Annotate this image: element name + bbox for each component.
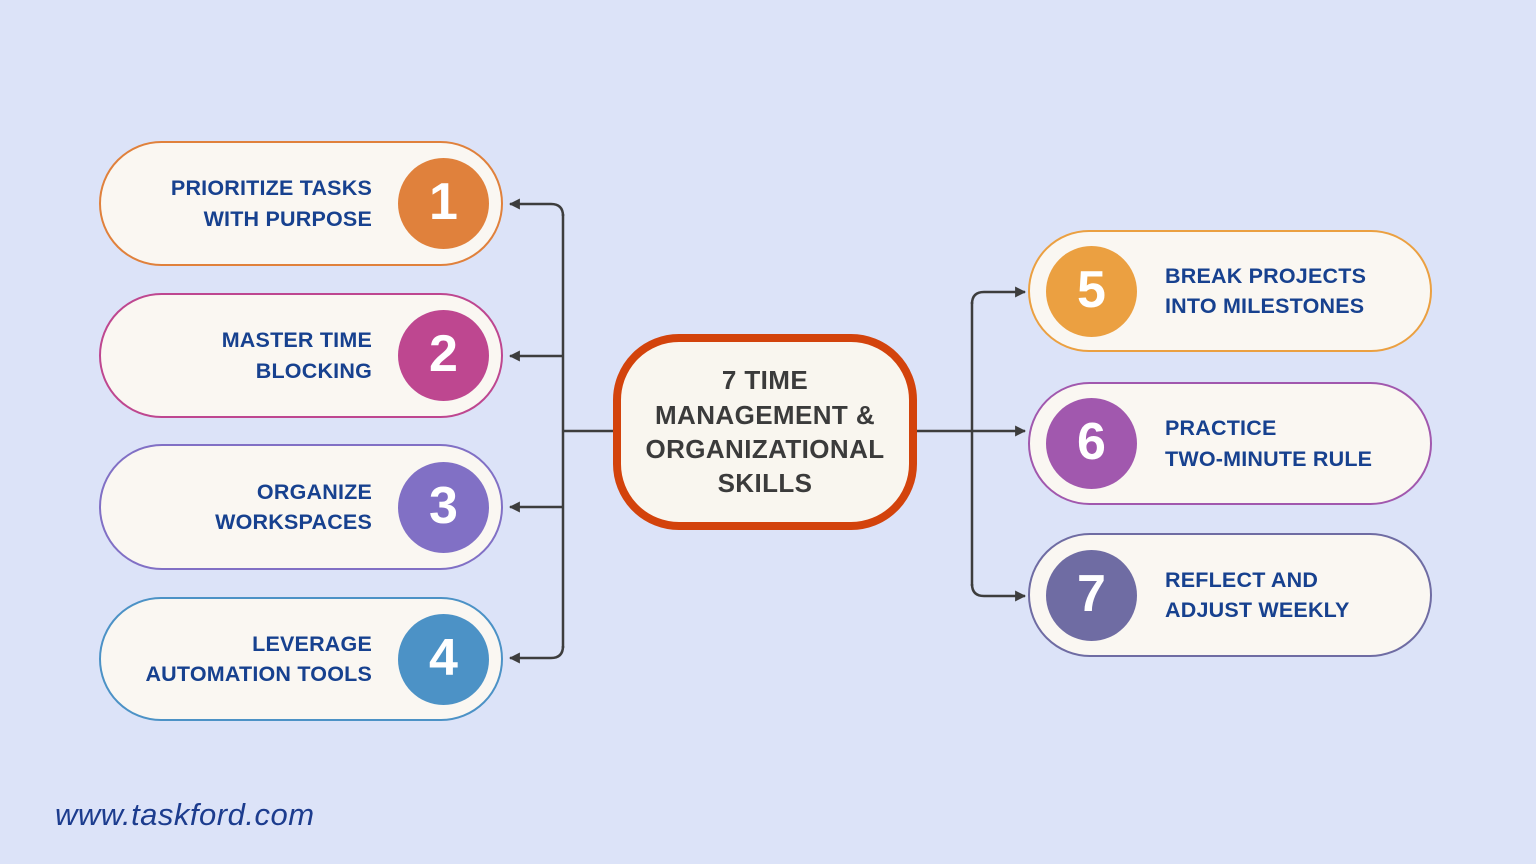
central-topic-line: SKILLS	[717, 468, 813, 499]
step-number-badge: 6	[1046, 398, 1137, 489]
step-label-line1: LEVERAGE	[252, 631, 372, 656]
step-number-badge: 1	[398, 158, 489, 249]
pill-step-5: 5 BREAK PROJECTS INTO MILESTONES	[1028, 230, 1432, 352]
pill-step-4: LEVERAGE AUTOMATION TOOLS 4	[99, 597, 503, 721]
step-label-line2: TWO-MINUTE RULE	[1165, 446, 1373, 471]
step-label-line2: AUTOMATION TOOLS	[145, 662, 372, 686]
step-label-line2: ADJUST WEEKLY	[1165, 598, 1350, 622]
connector-branch-4	[508, 645, 565, 664]
central-topic-line: 7 TIME	[721, 365, 809, 396]
step-label-line1: PRIORITIZE TASKS	[170, 176, 372, 201]
connector-branch-1	[508, 198, 565, 217]
pill-step-6: 6 PRACTICE TWO-MINUTE RULE	[1028, 382, 1432, 505]
website-url: www.taskford.com	[55, 797, 315, 832]
step-label-line2: BLOCKING	[255, 358, 372, 383]
connector-branch-5	[970, 286, 1027, 305]
step-label-line2: INTO MILESTONES	[1165, 294, 1365, 318]
step-label: BREAK PROJECTS INTO MILESTONES	[1137, 261, 1430, 321]
step-number-badge: 7	[1046, 549, 1137, 641]
step-label-line1: REFLECT AND	[1165, 567, 1319, 592]
central-topic-line: MANAGEMENT &	[654, 399, 875, 430]
step-label-line2: WORKSPACES	[215, 510, 372, 534]
step-label: PRACTICE TWO-MINUTE RULE	[1137, 413, 1430, 473]
step-number-badge: 4	[398, 613, 489, 705]
pill-step-2: MASTER TIME BLOCKING 2	[99, 293, 503, 418]
step-label-line1: ORGANIZE	[256, 479, 372, 504]
pill-step-3: ORGANIZE WORKSPACES 3	[99, 444, 503, 570]
step-number-badge: 3	[398, 461, 489, 553]
central-topic-node: 7 TIME MANAGEMENT & ORGANIZATIONAL SKILL…	[613, 334, 917, 530]
step-label-line1: PRACTICE	[1165, 416, 1277, 441]
step-number-badge: 5	[1046, 245, 1137, 337]
step-label: MASTER TIME BLOCKING	[101, 325, 398, 385]
step-label-line1: BREAK PROJECTS	[1165, 263, 1367, 288]
pill-step-7: 7 REFLECT AND ADJUST WEEKLY	[1028, 533, 1432, 657]
step-label-line2: WITH PURPOSE	[203, 206, 372, 231]
step-label: PRIORITIZE TASKS WITH PURPOSE	[101, 173, 398, 233]
pill-step-1: PRIORITIZE TASKS WITH PURPOSE 1	[99, 141, 503, 266]
connector-branch-7	[970, 583, 1027, 602]
step-label-line1: MASTER TIME	[221, 328, 372, 353]
step-label: ORGANIZE WORKSPACES	[101, 477, 398, 537]
step-label: LEVERAGE AUTOMATION TOOLS	[101, 629, 398, 689]
central-topic-line: ORGANIZATIONAL	[645, 434, 885, 464]
step-number-badge: 2	[398, 310, 489, 401]
step-label: REFLECT AND ADJUST WEEKLY	[1137, 565, 1430, 625]
